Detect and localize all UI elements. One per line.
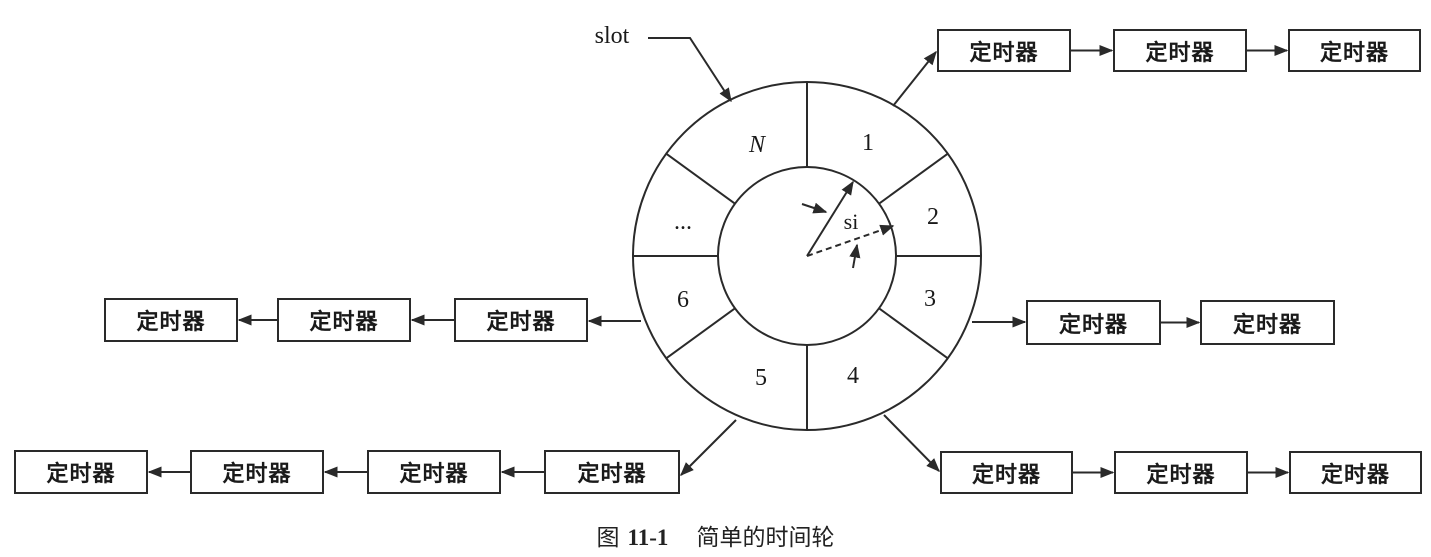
chain-links <box>147 44 1290 479</box>
slot-label: 4 <box>847 363 859 389</box>
timer-node: 定时器 <box>277 298 411 342</box>
arrow-slot4-to-chain <box>883 414 940 472</box>
slot-label: 6 <box>677 287 689 313</box>
current-pointer <box>806 180 854 257</box>
timer-node: 定时器 <box>190 450 324 494</box>
si-label: si <box>843 209 859 234</box>
timer-node: 定时器 <box>14 450 148 494</box>
slot-label: 5 <box>755 365 767 391</box>
slot-divider <box>878 152 949 205</box>
timer-node: 定时器 <box>1026 300 1161 345</box>
timer-node: 定时器 <box>1288 29 1421 72</box>
timer-node: 定时器 <box>367 450 501 494</box>
next-pointer-dashed <box>806 224 895 257</box>
figure-caption: 图 11-1 简单的时间轮 <box>0 518 1431 552</box>
timer-node: 定时器 <box>940 451 1073 494</box>
slot-label: ... <box>674 209 692 235</box>
arrow-slot5-to-chain <box>680 419 737 476</box>
timer-node: 定时器 <box>1113 29 1247 72</box>
caption-title: 简单的时间轮 <box>696 525 835 551</box>
arrow-slot1-to-chain <box>892 50 937 107</box>
timer-node: 定时器 <box>1289 451 1422 494</box>
slot-divider <box>665 307 736 360</box>
timer-node: 定时器 <box>1200 300 1335 345</box>
slot-label: 1 <box>862 130 874 156</box>
slot-callout-leader <box>648 37 732 103</box>
timer-node: 定时器 <box>454 298 588 342</box>
caption-number: 11-1 <box>627 525 669 550</box>
timer-node: 定时器 <box>1114 451 1248 494</box>
slot-divider <box>665 152 736 205</box>
slot-callout-label: slot <box>594 23 630 49</box>
si-angle-arrow-left <box>801 202 828 214</box>
slot-label: N <box>748 132 766 158</box>
timer-node: 定时器 <box>937 29 1071 72</box>
caption-prefix: 图 <box>596 525 620 551</box>
slot-label: 3 <box>924 286 936 312</box>
slot-divider <box>878 307 949 360</box>
timer-node: 定时器 <box>104 298 238 342</box>
timer-node: 定时器 <box>544 450 680 494</box>
si-angle-arrow-bottom <box>849 243 861 269</box>
slot-label: 2 <box>927 204 939 230</box>
slot-dividers <box>633 82 981 430</box>
